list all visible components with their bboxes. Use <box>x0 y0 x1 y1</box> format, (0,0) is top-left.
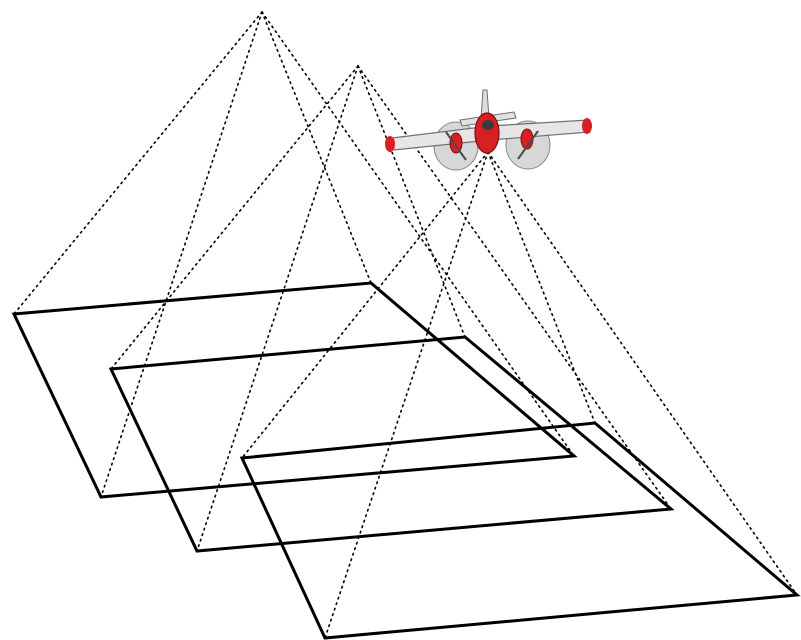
ray-1d <box>101 12 262 497</box>
fuselage <box>475 113 499 153</box>
ray-3b <box>488 152 595 423</box>
twin-engine-airplane-icon <box>385 90 592 170</box>
ray-1b <box>262 12 371 283</box>
left-nacelle <box>450 133 462 153</box>
view-rays-position-3 <box>242 152 797 638</box>
ray-2a <box>111 66 358 369</box>
footprint-1 <box>14 283 574 497</box>
ground-footprints <box>14 283 797 638</box>
left-wingtip <box>385 136 395 152</box>
right-wingtip <box>582 118 592 134</box>
footprint-3 <box>242 423 797 638</box>
cockpit-window <box>482 120 494 130</box>
ray-1a <box>14 12 262 314</box>
view-rays-position-1 <box>14 12 574 497</box>
ray-2b <box>358 66 465 337</box>
ray-3c <box>488 152 797 595</box>
ray-3d <box>325 152 488 638</box>
